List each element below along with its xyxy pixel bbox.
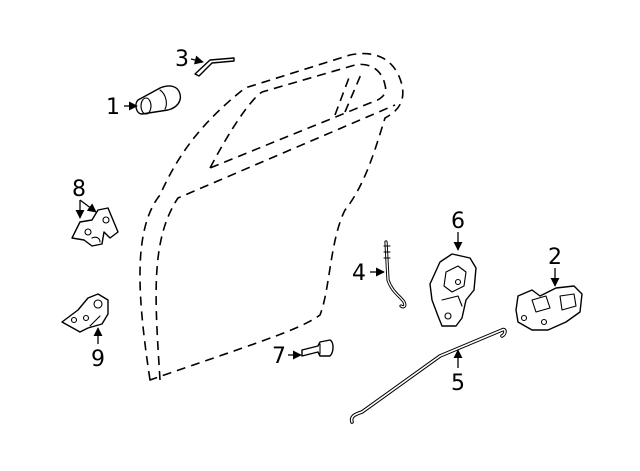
part-1-lock-cylinder bbox=[135, 85, 182, 115]
callout-8: 8 bbox=[72, 177, 86, 202]
callout-1: 1 bbox=[106, 95, 120, 120]
part-6-latch bbox=[429, 253, 477, 327]
part-3-rod bbox=[194, 57, 235, 77]
leader-3 bbox=[190, 55, 204, 65]
leader-8b bbox=[79, 199, 97, 213]
callout-5: 5 bbox=[451, 371, 465, 396]
part-8-hinge bbox=[71, 207, 119, 247]
callout-2: 2 bbox=[548, 245, 562, 270]
part-5-rod bbox=[349, 327, 507, 424]
callout-3: 3 bbox=[175, 47, 189, 72]
part-7-pin bbox=[301, 339, 334, 357]
part-4-rod bbox=[383, 240, 407, 309]
callout-4: 4 bbox=[352, 261, 366, 286]
part-2-actuator bbox=[515, 285, 583, 331]
callout-9: 9 bbox=[91, 347, 105, 372]
part-9-hinge-bracket bbox=[61, 293, 109, 333]
callout-7: 7 bbox=[272, 344, 286, 369]
callout-6: 6 bbox=[451, 209, 465, 234]
door-outline bbox=[139, 52, 404, 381]
